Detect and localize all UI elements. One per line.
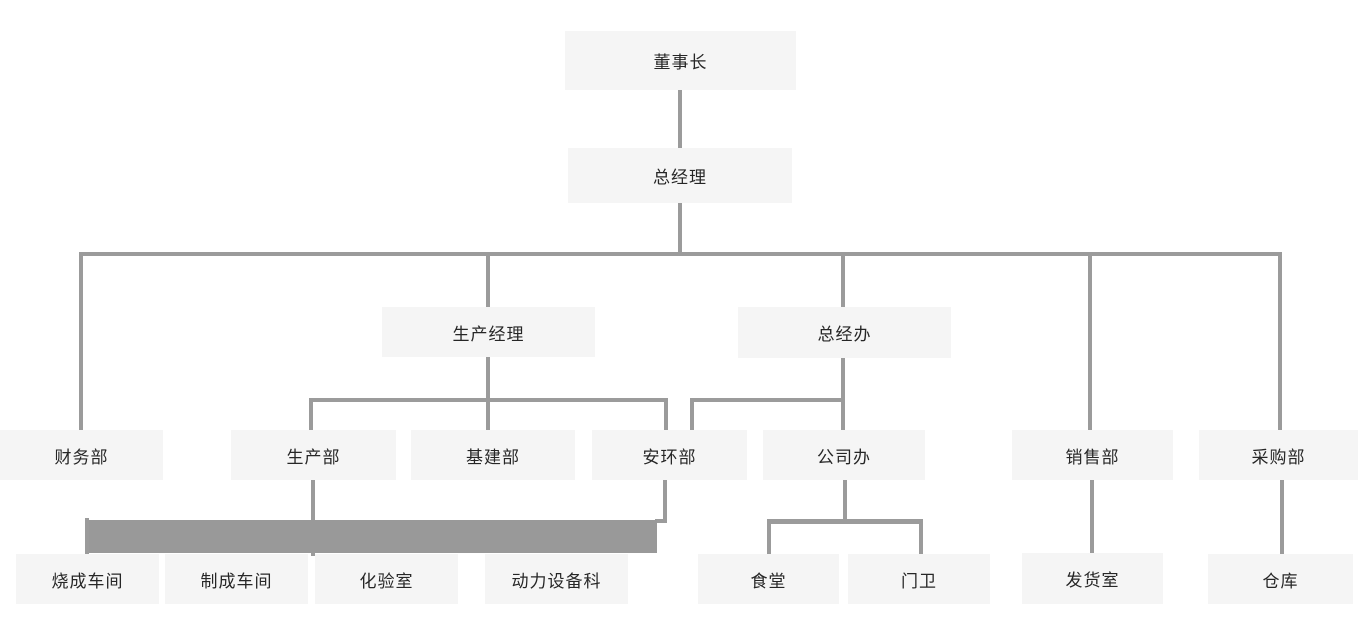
org-node-finance-dept[interactable]: 财务部: [0, 430, 163, 480]
safety-to-bar-line: [663, 480, 667, 523]
org-node-canteen[interactable]: 食堂: [698, 554, 839, 604]
chairman-to-gm-line: [678, 90, 682, 148]
company-office-down-line: [843, 480, 847, 523]
prod-mgr-to-infra-line: [486, 357, 490, 430]
bus-to-canteen-line: [767, 519, 771, 554]
org-node-kiln-workshop[interactable]: 烧成车间: [16, 554, 159, 604]
prod-mgr-children-bus-line: [309, 398, 668, 402]
org-node-forming-workshop[interactable]: 制成车间: [165, 554, 308, 604]
bus-to-production-line: [309, 398, 313, 430]
org-node-chairman[interactable]: 董事长: [565, 31, 796, 90]
spine-to-purchasing-line: [1278, 256, 1282, 430]
spine-to-prod-mgr-line: [486, 256, 490, 307]
workshops-thick-connector-bar: [89, 520, 657, 553]
production-to-bar-line: [311, 480, 315, 556]
org-node-lab[interactable]: 化验室: [315, 554, 458, 604]
org-node-infrastructure-dept[interactable]: 基建部: [411, 430, 575, 480]
org-node-production-manager[interactable]: 生产经理: [382, 307, 595, 357]
gm-office-to-company-line: [841, 357, 845, 430]
purchasing-to-warehouse-line: [1280, 480, 1284, 554]
safety-bar-elbow-line: [655, 519, 667, 523]
kiln-stub-line: [85, 518, 89, 554]
org-node-general-manager[interactable]: 总经理: [568, 148, 792, 203]
gm-office-branch-bus-line: [690, 398, 845, 402]
bus-to-gate-line: [919, 519, 923, 554]
canteen-gate-bus-line: [767, 519, 923, 524]
org-node-warehouse[interactable]: 仓库: [1208, 554, 1353, 604]
spine-to-finance-line: [79, 252, 83, 430]
org-node-shipping-room[interactable]: 发货室: [1022, 553, 1163, 604]
bus-to-safety-line: [664, 398, 668, 430]
spine-to-gm-office-line: [841, 256, 845, 307]
branch-to-safety-line: [690, 398, 694, 430]
org-node-purchasing-dept[interactable]: 采购部: [1199, 430, 1358, 480]
sales-to-shipping-line: [1090, 480, 1094, 554]
org-node-safety-env-dept[interactable]: 安环部: [592, 430, 747, 480]
main-spine-line: [79, 252, 1282, 256]
org-node-gatehouse[interactable]: 门卫: [848, 554, 990, 604]
org-node-company-office[interactable]: 公司办: [763, 430, 925, 480]
org-node-sales-dept[interactable]: 销售部: [1012, 430, 1173, 480]
org-node-gm-office[interactable]: 总经办: [738, 307, 951, 358]
gm-to-spine-line: [678, 203, 682, 256]
org-node-production-dept[interactable]: 生产部: [231, 430, 396, 480]
org-node-power-equipment[interactable]: 动力设备科: [485, 554, 628, 604]
spine-to-sales-line: [1088, 256, 1092, 430]
